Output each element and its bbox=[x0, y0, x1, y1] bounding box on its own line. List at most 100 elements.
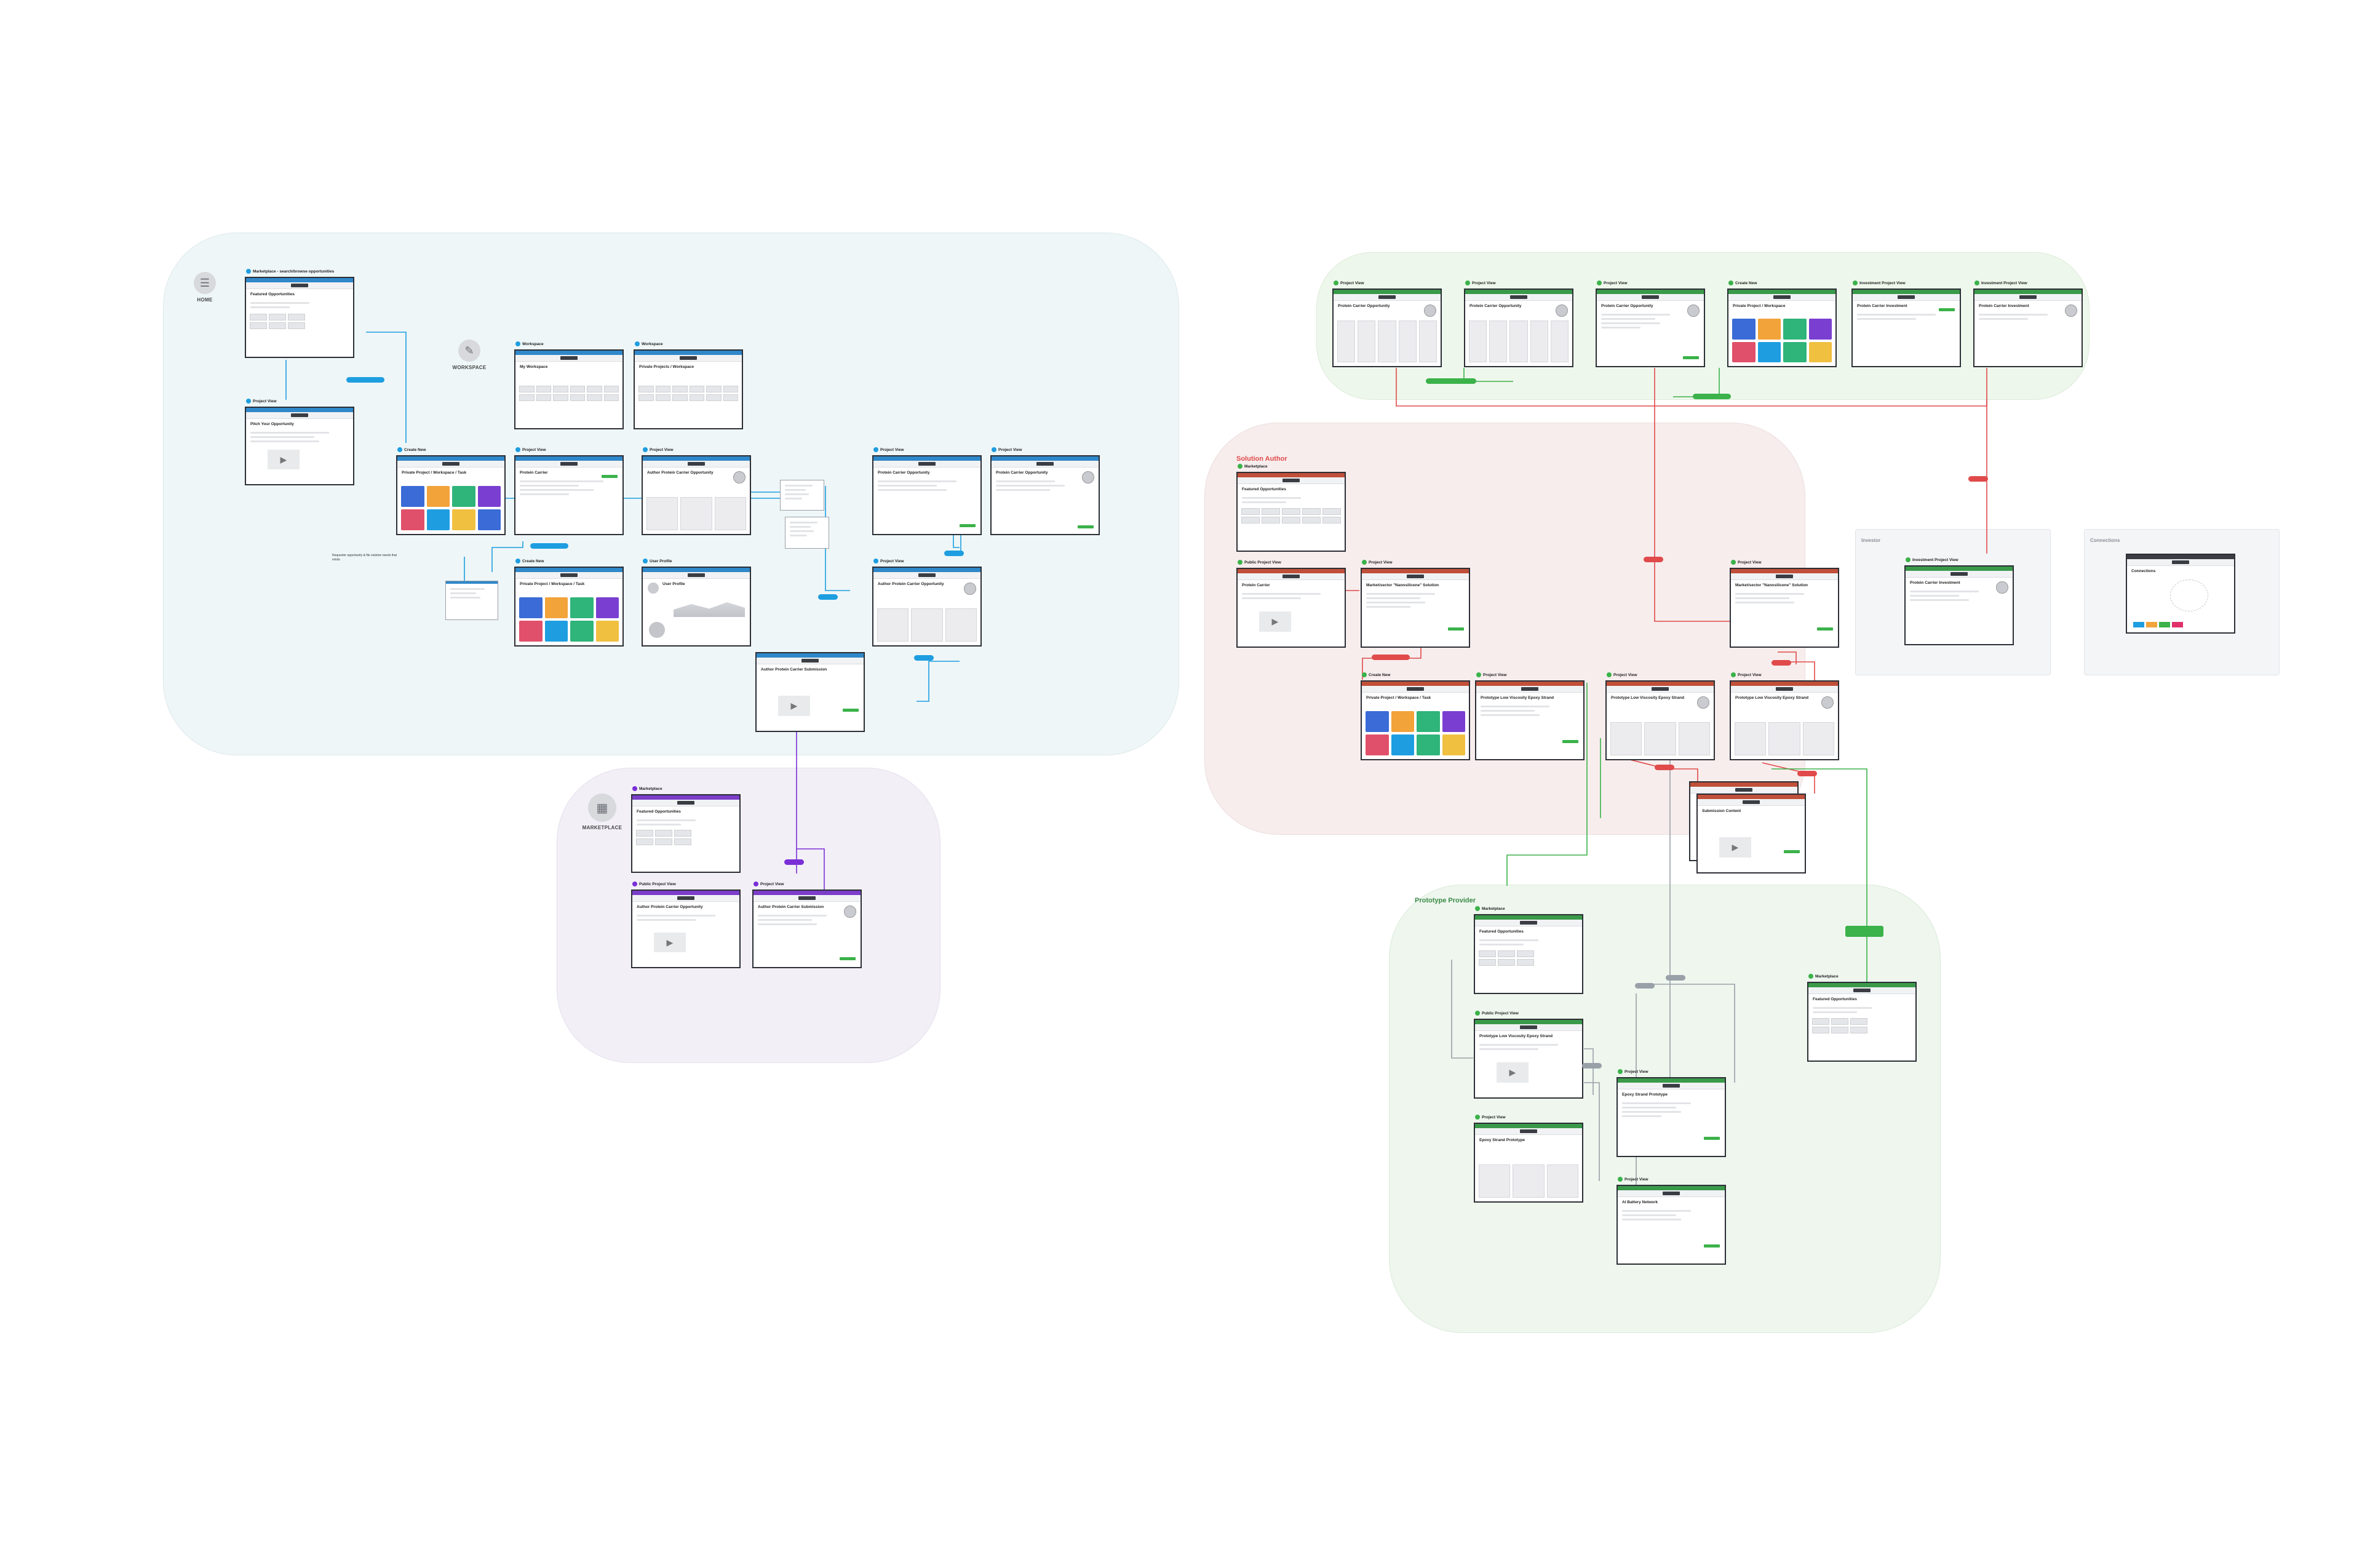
ws-marketplace-screen[interactable]: Featured Opportunities bbox=[245, 277, 354, 358]
ws-project-view-c-screen[interactable]: Protein Carrier Opportunity bbox=[872, 455, 982, 535]
ws-project-view-b-screen[interactable]: Author Protein Carrier Opportunity bbox=[642, 455, 751, 535]
blue-pill-1[interactable] bbox=[346, 377, 384, 383]
sa-project-view-screen[interactable]: Market/sector "Nanosilicene" Solution bbox=[1361, 568, 1470, 648]
purple-pill-1[interactable] bbox=[784, 859, 804, 865]
sa-project-view-label: Project View bbox=[1362, 560, 1393, 565]
pp-public-view-screen[interactable]: Prototype Low Viscosity Epoxy Strand▶ bbox=[1474, 1019, 1583, 1099]
red-pill-4[interactable] bbox=[1772, 660, 1791, 666]
ws-dropdown-card[interactable] bbox=[780, 480, 824, 511]
red-pill-6[interactable] bbox=[1797, 771, 1817, 776]
workspace-hub[interactable]: ✎ WORKSPACE bbox=[442, 340, 497, 370]
ws-user-profile-screen[interactable]: User Profile bbox=[642, 567, 751, 647]
prototype-provider-title: Prototype Provider bbox=[1415, 897, 1476, 904]
screen-title: Protein Carrier Opportunity bbox=[1469, 304, 1522, 308]
screen-title: Protein Carrier Opportunity bbox=[1601, 304, 1653, 308]
screen-title: Private Project / Workspace / Task bbox=[1366, 696, 1431, 700]
screen-title: Protein Carrier Investment bbox=[1857, 304, 1907, 308]
screen-title: Protein Carrier bbox=[1242, 583, 1270, 587]
blue-pill-2[interactable] bbox=[530, 543, 568, 549]
screen-title: Market/sector "Nanosilicene" Solution bbox=[1735, 583, 1808, 587]
tg-4-screen[interactable]: Private Project / Workspace bbox=[1727, 289, 1837, 367]
connections-title: Connections bbox=[2090, 538, 2120, 543]
pp-marketplace-screen[interactable]: Featured Opportunities bbox=[1474, 914, 1583, 994]
red-pill-3[interactable] bbox=[1372, 655, 1410, 660]
ws-project-view-e-screen[interactable]: Author Protein Carrier Opportunity bbox=[872, 567, 982, 647]
mk-public-view-screen[interactable]: Author Protein Carrier Opportunity▶ bbox=[631, 889, 741, 968]
pencil-icon: ✎ bbox=[458, 340, 480, 362]
ws-create-new2-screen[interactable]: Private Project / Workspace / Task bbox=[514, 567, 624, 647]
sa-project-view-right-screen[interactable]: Market/sector "Nanosilicene" Solution bbox=[1730, 568, 1839, 648]
tg-2-screen[interactable]: Protein Carrier Opportunity bbox=[1464, 289, 1573, 367]
pp-marketplace-label: Marketplace bbox=[1475, 906, 1505, 911]
cn-connections-screen[interactable]: Connections bbox=[2126, 554, 2235, 634]
screen-title: Protein Carrier Investment bbox=[1979, 304, 2029, 308]
ws-project-view-d-screen[interactable]: Protein Carrier Opportunity bbox=[990, 455, 1100, 535]
sa-marketplace-screen[interactable]: Featured Opportunities bbox=[1236, 472, 1346, 552]
green-pill-2[interactable] bbox=[1693, 394, 1731, 399]
tg-1-screen[interactable]: Protein Carrier Opportunity bbox=[1332, 289, 1442, 367]
tg-5-screen[interactable]: Protein Carrier Investment bbox=[1851, 289, 1961, 367]
ws-workspace1-label: Workspace bbox=[515, 341, 544, 346]
tg-2-label: Project View bbox=[1465, 281, 1496, 285]
blue-pill-5[interactable] bbox=[914, 655, 934, 661]
home-label: HOME bbox=[197, 297, 213, 303]
sa-submission-screen[interactable]: Submission Content▶ bbox=[1696, 794, 1806, 874]
mk-marketplace-screen[interactable]: Featured Opportunities bbox=[631, 794, 741, 873]
ws-project-view-a-screen[interactable]: Protein Carrier bbox=[514, 455, 624, 535]
ws-small-card[interactable] bbox=[445, 581, 498, 620]
screen-title: Private Projects / Workspace bbox=[639, 365, 694, 369]
green-pill-3[interactable] bbox=[1845, 926, 1883, 937]
red-pill-5[interactable] bbox=[1655, 765, 1674, 770]
ws-workspace2-screen[interactable]: Private Projects / Workspace bbox=[634, 349, 743, 429]
pp-marketplace2-screen[interactable]: Featured Opportunities bbox=[1807, 982, 1917, 1062]
tg-4-label: Create New bbox=[1728, 281, 1757, 285]
ws-project-view-main-screen[interactable]: Pitch Your Opportunity▶ bbox=[245, 407, 354, 485]
in-investment-label: Investment Project View bbox=[1906, 557, 1958, 562]
red-pill-1[interactable] bbox=[1968, 476, 1988, 482]
sa-create-new-screen[interactable]: Private Project / Workspace / Task bbox=[1361, 680, 1470, 760]
green-pill-1[interactable] bbox=[1426, 378, 1476, 384]
screen-title: Featured Opportunities bbox=[637, 810, 681, 814]
sa-project-view2-screen[interactable]: Prototype Low Viscosity Epoxy Strand bbox=[1475, 680, 1585, 760]
ws-create-new-screen[interactable]: Private Project / Workspace / Task bbox=[396, 455, 506, 535]
ws-create-new-label: Create New bbox=[397, 447, 426, 452]
mk-public-view-label: Public Project View bbox=[632, 882, 676, 886]
pp-project-view2-screen[interactable]: Epoxy Strand Prototype bbox=[1616, 1077, 1726, 1157]
blue-pill-3[interactable] bbox=[944, 551, 964, 556]
screen-title: Protein Carrier Opportunity bbox=[996, 471, 1048, 475]
ws-workspace2-label: Workspace bbox=[635, 341, 663, 346]
ws-submission-screen[interactable]: Author Protein Carrier Submission▶ bbox=[755, 652, 865, 732]
gray-pill-2[interactable] bbox=[1635, 983, 1655, 989]
in-investment-screen[interactable]: Protein Carrier Investment bbox=[1904, 565, 2014, 645]
ws-workspace1-screen[interactable]: My Workspace bbox=[514, 349, 624, 429]
sa-public-view-screen[interactable]: Protein Carrier▶ bbox=[1236, 568, 1346, 648]
gray-pill-3[interactable] bbox=[1582, 1063, 1602, 1069]
ws-project-view-b-label: Project View bbox=[643, 447, 674, 452]
gray-pill-1[interactable] bbox=[1666, 975, 1685, 981]
screen-title: Prototype Low Viscosity Epoxy Strand bbox=[1479, 1034, 1553, 1038]
screen-title: Private Project / Workspace / Task bbox=[402, 471, 467, 475]
sa-project-view3-screen[interactable]: Prototype Low Viscosity Epoxy Strand bbox=[1605, 680, 1715, 760]
home-hub[interactable]: ☰ HOME bbox=[177, 272, 233, 303]
pp-project-view1-screen[interactable]: Epoxy Strand Prototype bbox=[1474, 1123, 1583, 1203]
ws-recommend-card[interactable] bbox=[785, 517, 829, 549]
pp-project-view3-label: Project View bbox=[1618, 1177, 1648, 1182]
tg-6-screen[interactable]: Protein Carrier Investment bbox=[1973, 289, 2083, 367]
screen-title: Epoxy Strand Prototype bbox=[1479, 1138, 1525, 1142]
mk-project-view-screen[interactable]: Author Protein Carrier Submission bbox=[752, 889, 862, 968]
solution-author-title: Solution Author bbox=[1236, 455, 1287, 463]
marketplace-hub[interactable]: ▦ MARKETPLACE bbox=[575, 794, 630, 830]
tg-5-label: Investment Project View bbox=[1853, 281, 1906, 285]
marketplace-region bbox=[557, 768, 940, 1063]
screen-title: Prototype Low Viscosity Epoxy Strand bbox=[1481, 696, 1554, 700]
ws-create-new2-label: Create New bbox=[515, 559, 544, 563]
blue-pill-4[interactable] bbox=[818, 594, 838, 600]
red-pill-2[interactable] bbox=[1644, 557, 1663, 562]
tg-3-screen[interactable]: Protein Carrier Opportunity bbox=[1596, 289, 1705, 367]
sa-project-view4-screen[interactable]: Prototype Low Viscosity Epoxy Strand bbox=[1730, 680, 1839, 760]
pp-project-view3-screen[interactable]: AI Battery Network bbox=[1616, 1185, 1726, 1265]
ws-user-profile-label: User Profile bbox=[643, 559, 672, 563]
sa-marketplace-label: Marketplace bbox=[1238, 464, 1268, 469]
pp-project-view1-label: Project View bbox=[1475, 1115, 1506, 1120]
